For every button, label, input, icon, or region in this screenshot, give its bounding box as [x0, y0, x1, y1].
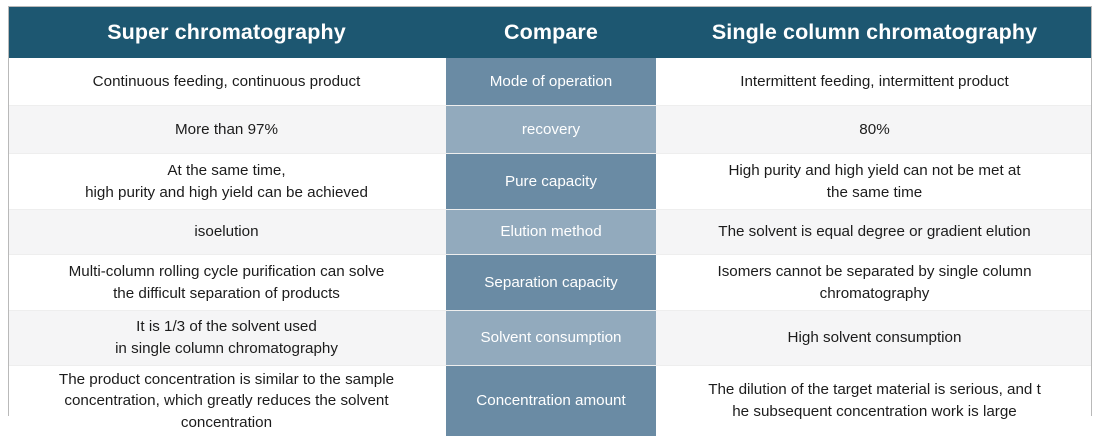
cell-left: At the same time,high purity and high yi…: [9, 154, 444, 209]
table-row: More than 97% recovery 80%: [9, 106, 1091, 154]
cell-right: High purity and high yield can not be me…: [658, 154, 1091, 209]
cell-left: Multi-column rolling cycle purification …: [9, 255, 444, 310]
column-header-single-column-chromatography: Single column chromatography: [711, 20, 1038, 44]
table-row: Multi-column rolling cycle purification …: [9, 255, 1091, 311]
table-row: isoelution Elution method The solvent is…: [9, 210, 1091, 255]
table-header-row: Super chromatography Compare Single colu…: [9, 7, 1091, 58]
cell-label: Pure capacity: [444, 154, 658, 209]
cell-right: Isomers cannot be separated by single co…: [658, 255, 1091, 310]
cell-left: isoelution: [9, 210, 444, 254]
cell-right: The dilution of the target material is s…: [658, 366, 1091, 436]
comparison-table: Super chromatography Compare Single colu…: [8, 6, 1092, 436]
table-row: Continuous feeding, continuous product M…: [9, 58, 1091, 106]
cell-right: 80%: [658, 106, 1091, 153]
cell-label: Elution method: [444, 210, 658, 254]
cell-label: recovery: [444, 106, 658, 153]
column-header-super-chromatography: Super chromatography: [107, 20, 346, 44]
table-body: Continuous feeding, continuous product M…: [9, 58, 1091, 436]
cell-label: Separation capacity: [444, 255, 658, 310]
cell-right: High solvent consumption: [658, 311, 1091, 365]
cell-right: Intermittent feeding, intermittent produ…: [658, 58, 1091, 105]
cell-label: Mode of operation: [444, 58, 658, 105]
column-header-compare: Compare: [504, 20, 598, 44]
cell-label: Concentration amount: [444, 366, 658, 436]
cell-left: The product concentration is similar to …: [9, 366, 444, 436]
cell-left: More than 97%: [9, 106, 444, 153]
table-row: At the same time,high purity and high yi…: [9, 154, 1091, 210]
cell-left: Continuous feeding, continuous product: [9, 58, 444, 105]
table-row: The product concentration is similar to …: [9, 366, 1091, 436]
cell-label: Solvent consumption: [444, 311, 658, 365]
cell-right: The solvent is equal degree or gradient …: [658, 210, 1091, 254]
